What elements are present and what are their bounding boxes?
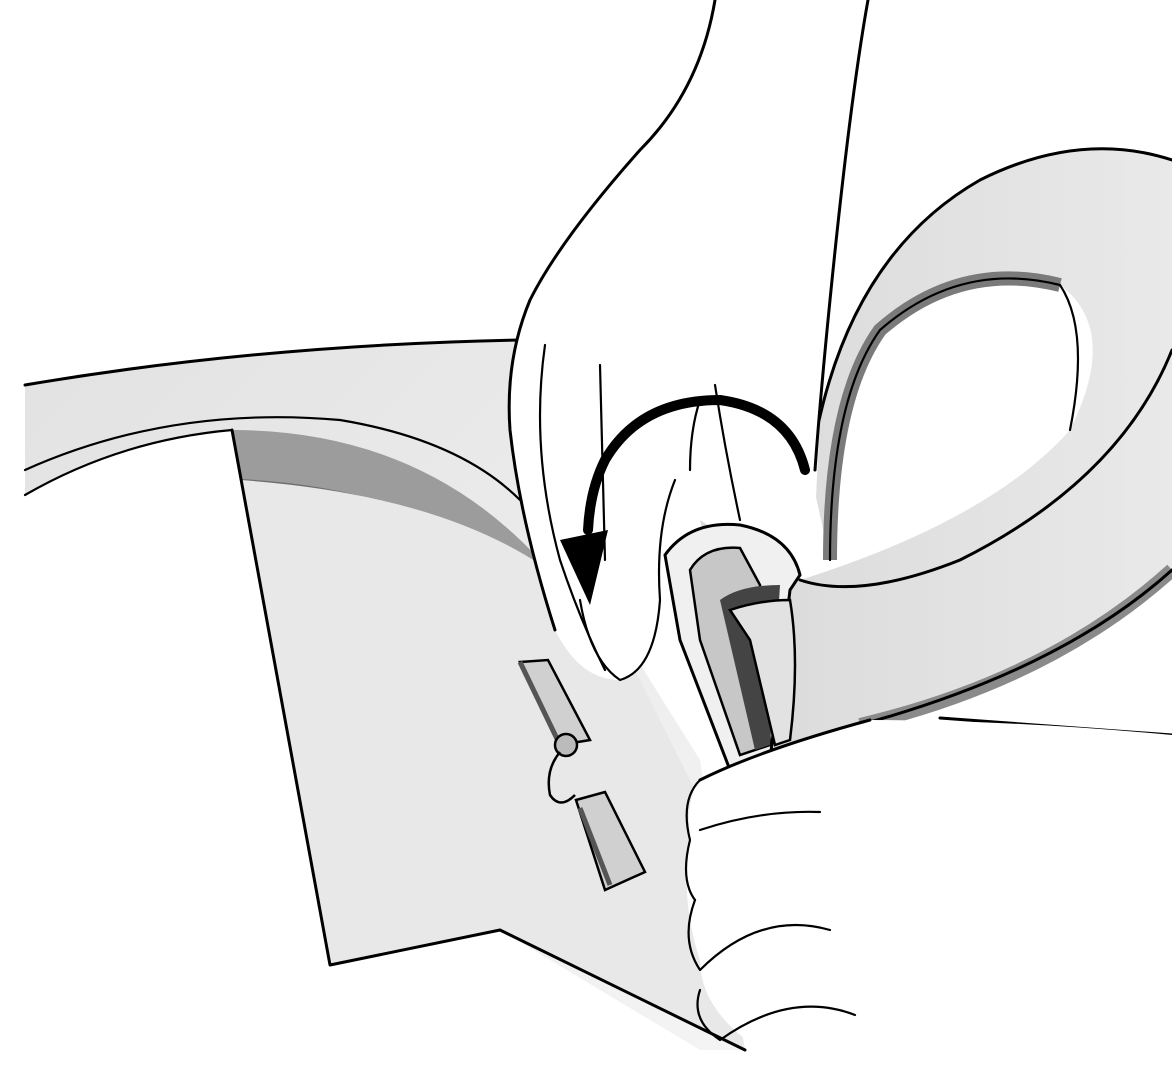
buckle-tongue xyxy=(665,524,800,770)
lower-hand xyxy=(686,720,1172,1076)
